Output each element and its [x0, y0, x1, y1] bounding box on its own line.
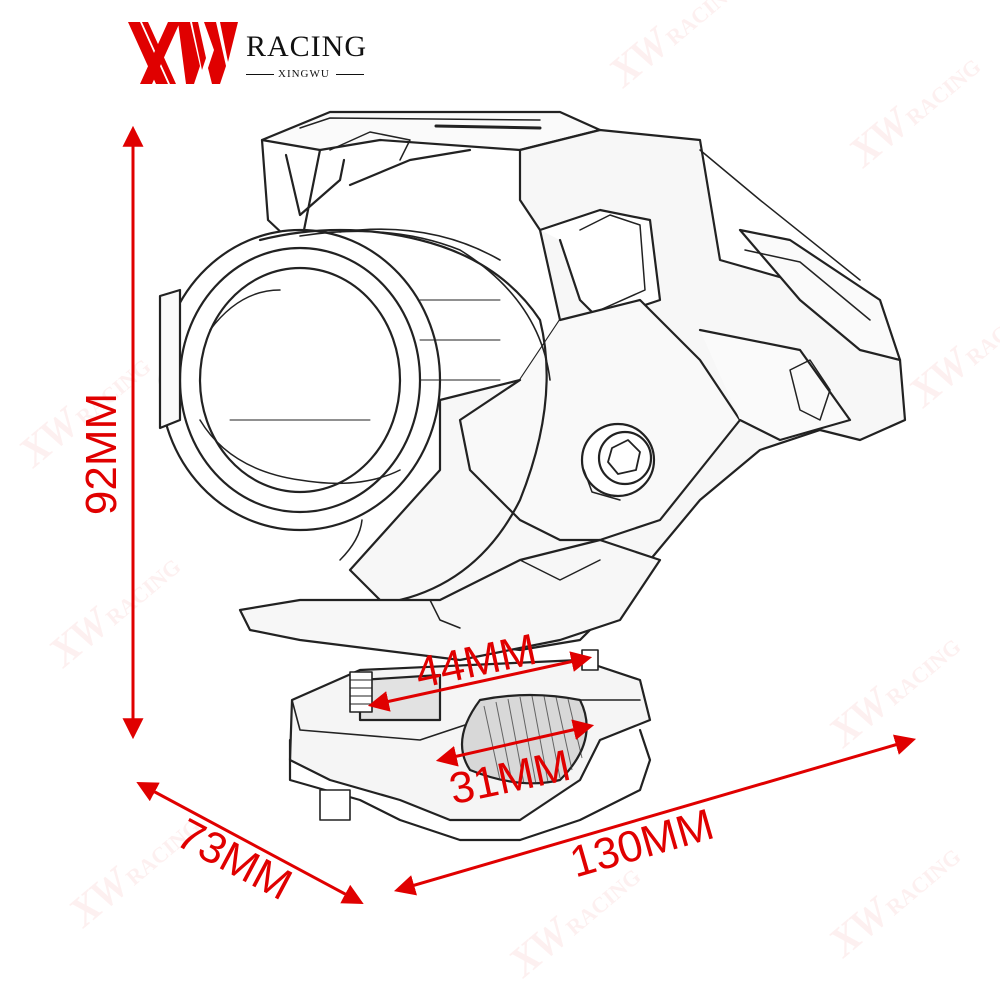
brand-name: RACING: [246, 30, 368, 63]
height-label: 92MM: [77, 392, 126, 516]
brand-logo: RACING XINGWU: [128, 22, 368, 92]
bracket-width-arrow: [367, 651, 593, 712]
brand-sub-rule-left: [246, 74, 274, 75]
clamp-diameter-arrow: [435, 719, 595, 767]
width-arrow: [393, 734, 917, 896]
depth-arrow: [136, 782, 364, 904]
brand-sub-rule-right: [336, 74, 364, 75]
brand-subtitle: XINGWU: [278, 68, 330, 80]
xw-logo-icon: [128, 22, 238, 84]
